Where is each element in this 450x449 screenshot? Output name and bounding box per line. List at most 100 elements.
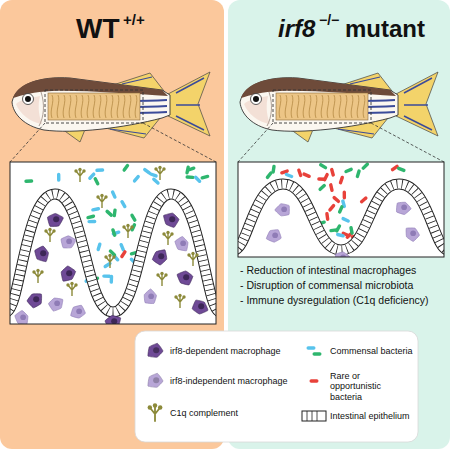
bacterium (84, 275, 92, 284)
bacterium (103, 261, 112, 269)
c1q-head (158, 166, 161, 169)
gut-fold (75, 95, 77, 118)
c1q-head (74, 283, 77, 286)
c1q-head (195, 253, 198, 256)
bacterium (200, 174, 210, 180)
bacterium (90, 276, 100, 282)
c1q-stalk (68, 284, 76, 297)
macrophage (192, 300, 208, 314)
zebrafish (240, 72, 438, 142)
gut-fold (303, 95, 305, 118)
c1q-head (78, 168, 81, 171)
epithelium-outline (10, 194, 216, 312)
bacterium (110, 275, 114, 284)
c1q-head (44, 229, 47, 232)
bacterium (284, 172, 294, 178)
epithelium-cell-wall (317, 411, 318, 421)
gut-fold (99, 95, 101, 118)
macrophage (396, 202, 411, 214)
c1q-molecule (162, 231, 173, 245)
c1q-molecule (74, 168, 85, 182)
bacterium (318, 162, 327, 170)
macrophage (49, 298, 63, 311)
gut-fold (111, 95, 113, 118)
c1q-head (154, 167, 157, 170)
gut-fold (63, 95, 65, 118)
c1q-head (162, 232, 165, 235)
bacterium (338, 175, 344, 185)
macrophage (61, 266, 75, 281)
gut-fold (339, 95, 341, 118)
pelvic-fin (290, 127, 314, 142)
c1q-stalk (164, 233, 172, 246)
genotype-superscript: +/+ (123, 11, 145, 28)
gut-fold (351, 95, 353, 118)
c1q-head (182, 295, 185, 298)
macrophage-nucleus (198, 303, 204, 309)
c1q-molecule (174, 294, 185, 308)
dorsal-fin (110, 73, 164, 91)
body-stripe (48, 112, 167, 114)
pelvic-fin (62, 127, 86, 142)
macrophage (164, 213, 179, 227)
bacterium (122, 163, 130, 172)
bacterium (119, 242, 126, 252)
gut-fold (285, 95, 287, 118)
c1q-head (108, 254, 111, 257)
zoom-line (371, 123, 444, 162)
bacterium (345, 231, 354, 240)
artwork (6, 72, 448, 329)
macrophage-nucleus (66, 238, 72, 244)
bacterium (336, 232, 346, 238)
legend-swatch (148, 373, 163, 387)
bacterium (355, 169, 361, 179)
bacterium (108, 249, 117, 258)
bacterium (349, 226, 354, 235)
anal-fin-stripe (110, 129, 146, 134)
bacterium (318, 183, 327, 192)
gut-fold (117, 95, 119, 118)
c1q-head (166, 231, 169, 234)
bacterium (329, 228, 338, 233)
bacterium (328, 203, 336, 212)
c1q-head (74, 169, 77, 172)
c1q-molecule (104, 254, 115, 268)
c1q-stalk (189, 254, 197, 267)
inset-content (238, 162, 444, 257)
c1q-head (36, 269, 39, 272)
pupil (25, 96, 31, 102)
bacterium (95, 168, 104, 172)
c1q-head (48, 228, 51, 231)
bacterium (120, 249, 128, 258)
fish-body (12, 78, 170, 132)
bacterium (325, 212, 330, 221)
c1q-head (148, 405, 152, 409)
bacterium (130, 222, 137, 232)
bacterium (102, 274, 111, 277)
bacterium (341, 199, 347, 209)
gill-line (39, 92, 43, 126)
c1q-molecule (148, 403, 163, 421)
c1q-head (112, 255, 115, 258)
bacterium (343, 190, 346, 199)
macrophage (177, 271, 193, 285)
macrophage-nucleus (153, 377, 159, 383)
bacterium (132, 174, 140, 183)
c1q-molecule (154, 166, 165, 180)
body-stripe (48, 100, 167, 102)
macrophage (61, 236, 76, 248)
gut-fold (135, 95, 137, 118)
bacterium (280, 169, 290, 175)
zoom-frame (45, 90, 143, 123)
epithelium-sample (302, 411, 326, 421)
c1q-head (104, 255, 107, 258)
legend-label: irf8-independent macrophage (170, 376, 288, 386)
bacterium (313, 352, 322, 355)
bacterium (185, 165, 190, 175)
c1q-molecule (187, 252, 198, 266)
bacterium (129, 257, 138, 266)
bacterium (302, 172, 312, 179)
zoom-frame (273, 90, 371, 123)
c1q-molecule (32, 269, 43, 283)
